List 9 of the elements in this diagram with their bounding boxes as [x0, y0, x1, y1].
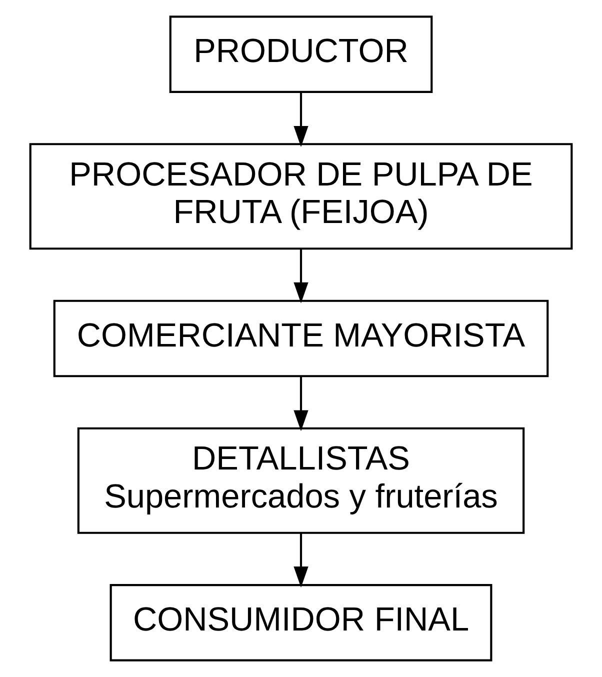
arrow — [294, 533, 308, 588]
node-box: COMERCIANTE MAYORISTA — [53, 300, 549, 378]
node-box: CONSUMIDOR FINAL — [110, 584, 492, 662]
node-box: DETALLISTAS Supermercados y fruterías — [77, 427, 525, 534]
arrow — [294, 92, 308, 147]
node-box: PRODUCTOR — [169, 16, 433, 93]
arrow — [294, 376, 308, 432]
arrow — [294, 249, 308, 304]
node-box: PROCESADOR DE PULPA DE FRUTA (FEIJOA) — [29, 143, 573, 250]
